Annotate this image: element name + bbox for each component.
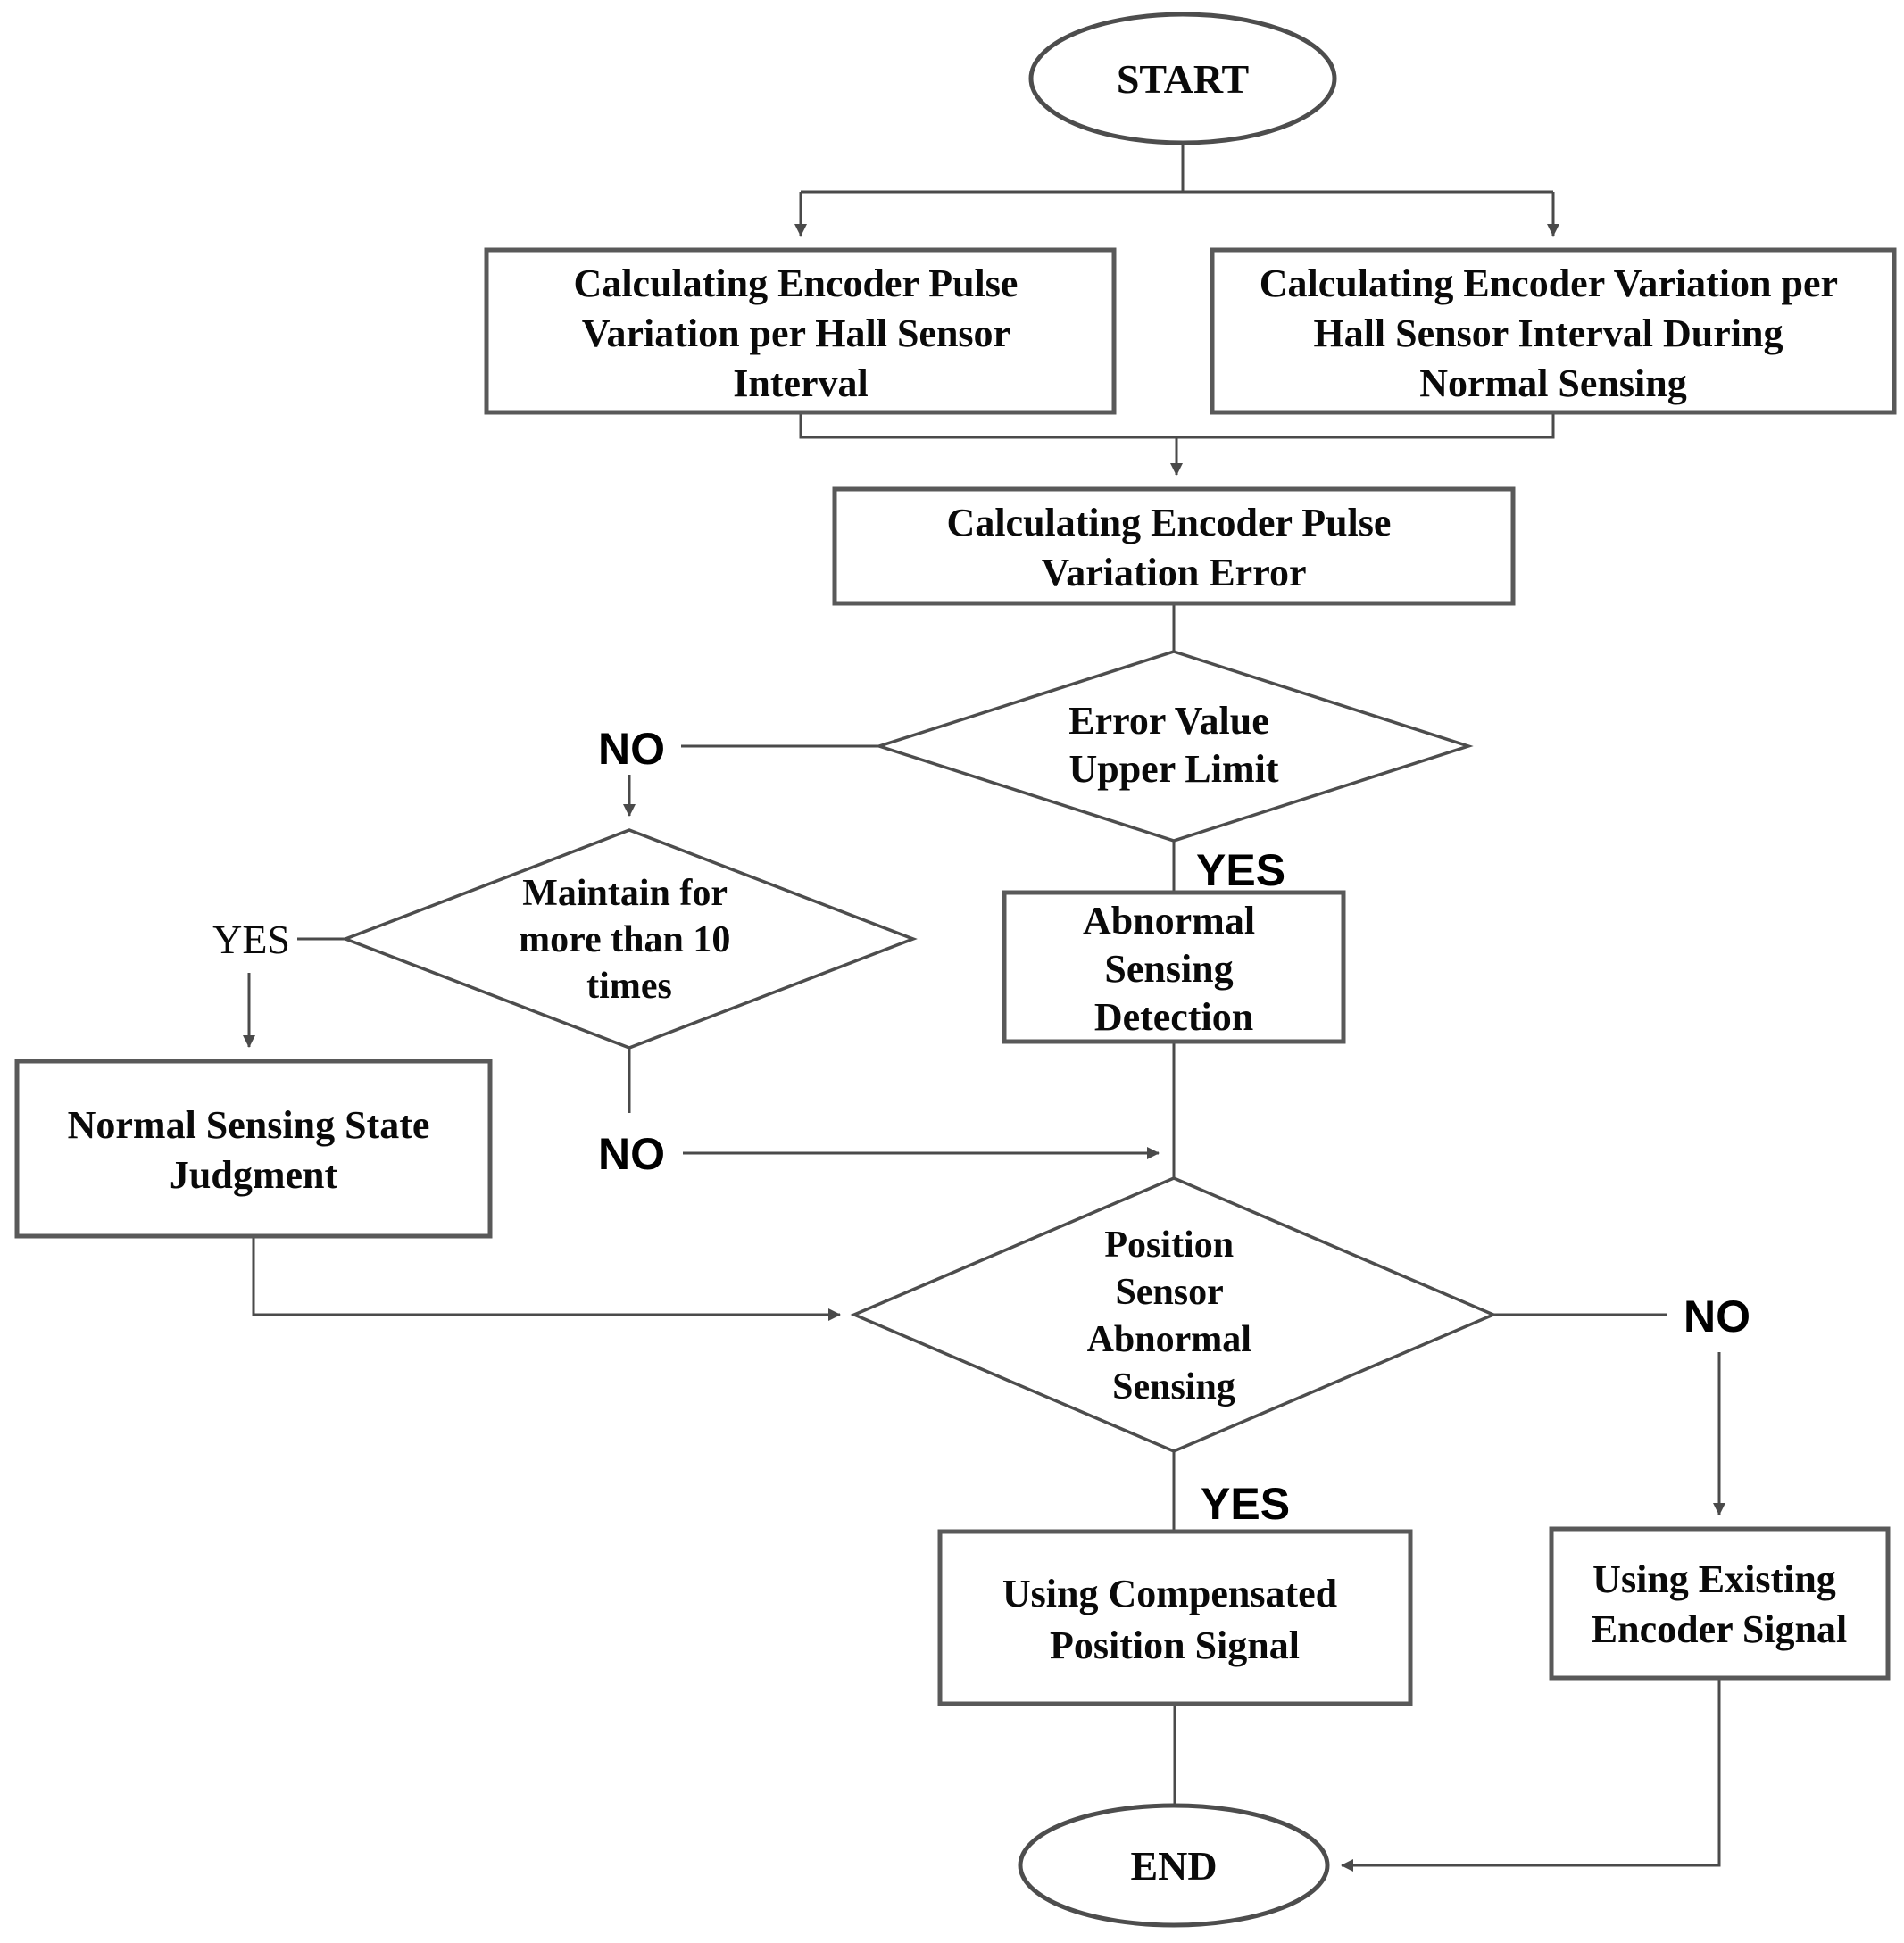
edge-judgment-to-position-diamond xyxy=(252,1236,841,1321)
process-calc-pulse-variation-error xyxy=(832,486,1516,606)
edge-merge-left xyxy=(799,412,1176,439)
edge-existing-to-end xyxy=(1341,1678,1721,1872)
process-abnormal-sensing-detection xyxy=(1002,890,1346,1044)
start-label: START xyxy=(1117,56,1249,102)
decision-position-sensor-abnormal-sensing-label: Position Sensor Abnormal Sensing xyxy=(1087,1225,1261,1407)
edge-label-maintain-yes: YES xyxy=(212,917,290,962)
edge-label-error-no: NO xyxy=(598,724,665,774)
edge-label-position-no: NO xyxy=(1684,1291,1750,1341)
process-using-compensated-position-signal xyxy=(937,1529,1413,1706)
edge-merge-right xyxy=(1176,412,1555,439)
start-terminator xyxy=(1028,12,1337,145)
process-calc-encoder-pulse-variation-label: Calculating Encoder Pulse Variation per … xyxy=(574,262,1028,405)
process-using-existing-encoder-signal-label: Using Existing Encoder Signal xyxy=(1592,1557,1847,1651)
decision-maintain-more-than-10 xyxy=(341,828,918,1050)
end-label: END xyxy=(1130,1843,1217,1889)
decision-maintain-more-than-10-label: Maintain for more than 10 times xyxy=(519,873,740,1007)
process-calc-pulse-variation-error-label: Calculating Encoder Pulse Variation Erro… xyxy=(947,501,1401,594)
process-normal-sensing-state-judgment-label: Normal Sensing State Judgment xyxy=(68,1103,440,1197)
decision-error-value-upper-limit-label: Error Value Upper Limit xyxy=(1068,699,1279,791)
process-normal-sensing-state-judgment xyxy=(14,1059,493,1239)
process-calc-encoder-variation-normal xyxy=(1210,247,1897,415)
edge-label-position-yes: YES xyxy=(1201,1479,1290,1529)
decision-position-sensor-abnormal-sensing xyxy=(850,1176,1498,1453)
process-calc-encoder-variation-normal-label: Calculating Encoder Variation per Hall S… xyxy=(1260,262,1847,405)
end-terminator xyxy=(1018,1803,1330,1928)
process-using-compensated-position-signal-label: Using Compensated Position Signal xyxy=(1002,1572,1347,1667)
process-calc-encoder-pulse-variation xyxy=(484,247,1117,415)
edge-label-error-yes: YES xyxy=(1196,845,1285,895)
decision-error-value-upper-limit xyxy=(874,650,1474,843)
edge-label-maintain-no: NO xyxy=(598,1129,665,1179)
process-using-existing-encoder-signal xyxy=(1549,1526,1891,1681)
process-abnormal-sensing-detection-label: Abnormal Sensing Detection xyxy=(1083,899,1265,1039)
